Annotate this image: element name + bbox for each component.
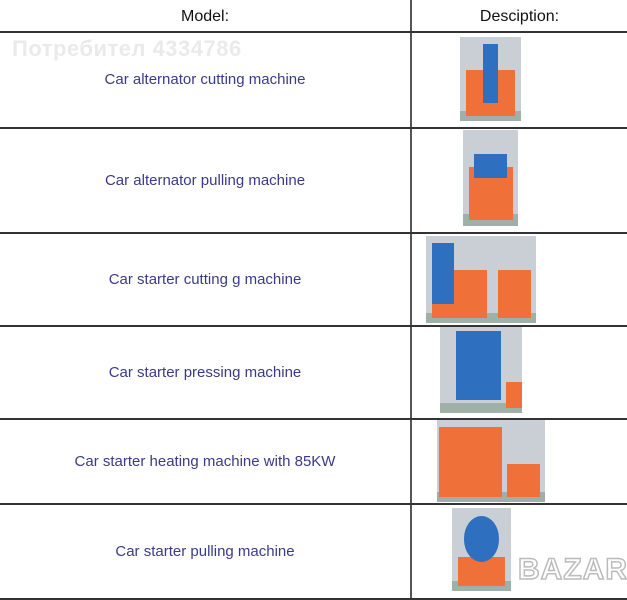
row-divider bbox=[0, 503, 627, 505]
header-description: Desciption: bbox=[479, 8, 560, 25]
row-divider bbox=[0, 598, 627, 600]
bazar-logo: BAZAR bbox=[517, 552, 627, 587]
machine-photo bbox=[463, 130, 518, 226]
machine-photo bbox=[460, 37, 521, 121]
machine-photo bbox=[426, 236, 536, 323]
model-cell: Car starter heating machine with 85KW bbox=[74, 452, 336, 470]
model-cell: Car starter pressing machine bbox=[108, 363, 302, 381]
model-cell: Car alternator pulling machine bbox=[104, 171, 306, 189]
row-divider bbox=[0, 325, 627, 327]
model-cell: Car starter pulling machine bbox=[115, 542, 295, 560]
row-divider bbox=[0, 232, 627, 234]
watermark: Потребител 4334786 bbox=[12, 36, 242, 61]
machine-photo bbox=[452, 508, 511, 591]
model-cell: Car starter cutting g machine bbox=[108, 270, 302, 288]
machine-photo bbox=[440, 327, 522, 413]
column-divider bbox=[410, 0, 412, 600]
row-divider bbox=[0, 31, 627, 33]
row-divider bbox=[0, 418, 627, 420]
model-cell: Car alternator cutting machine bbox=[104, 71, 306, 88]
machine-photo bbox=[437, 420, 545, 502]
header-model: Model: bbox=[180, 8, 230, 25]
row-divider bbox=[0, 127, 627, 129]
